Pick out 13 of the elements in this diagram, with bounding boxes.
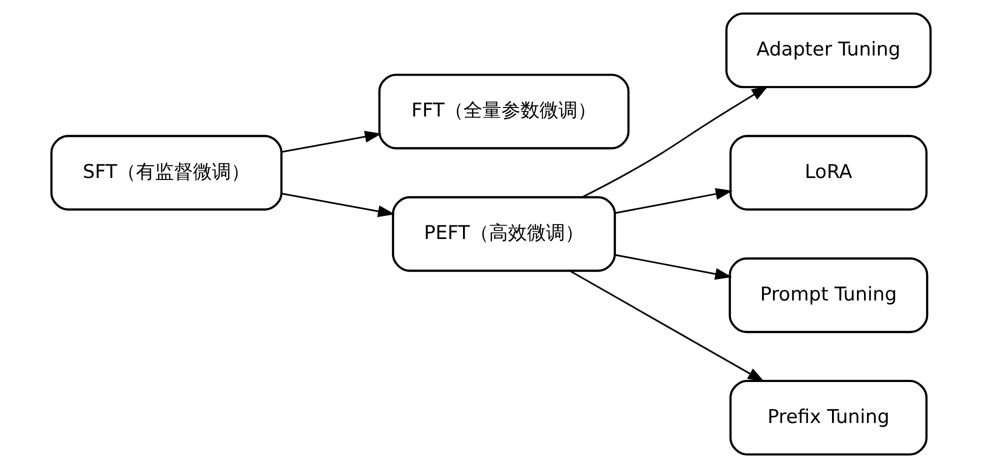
node-box: FFT（全量参数微调）: [378, 74, 630, 150]
arrow: [582, 86, 768, 198]
node-box: Adapter Tuning: [725, 12, 932, 88]
node-box: SFT（有监督微调）: [50, 134, 283, 211]
arrow: [281, 130, 382, 153]
node-box: PEFT（高效微调）: [392, 196, 616, 272]
arrow: [281, 192, 395, 218]
node-box: Prefix Tuning: [729, 380, 928, 456]
arrow: [615, 188, 733, 214]
arrow: [615, 254, 732, 280]
arrow: [570, 270, 765, 382]
node-box: LoRA: [729, 134, 928, 211]
node-box: Prompt Tuning: [728, 257, 928, 334]
